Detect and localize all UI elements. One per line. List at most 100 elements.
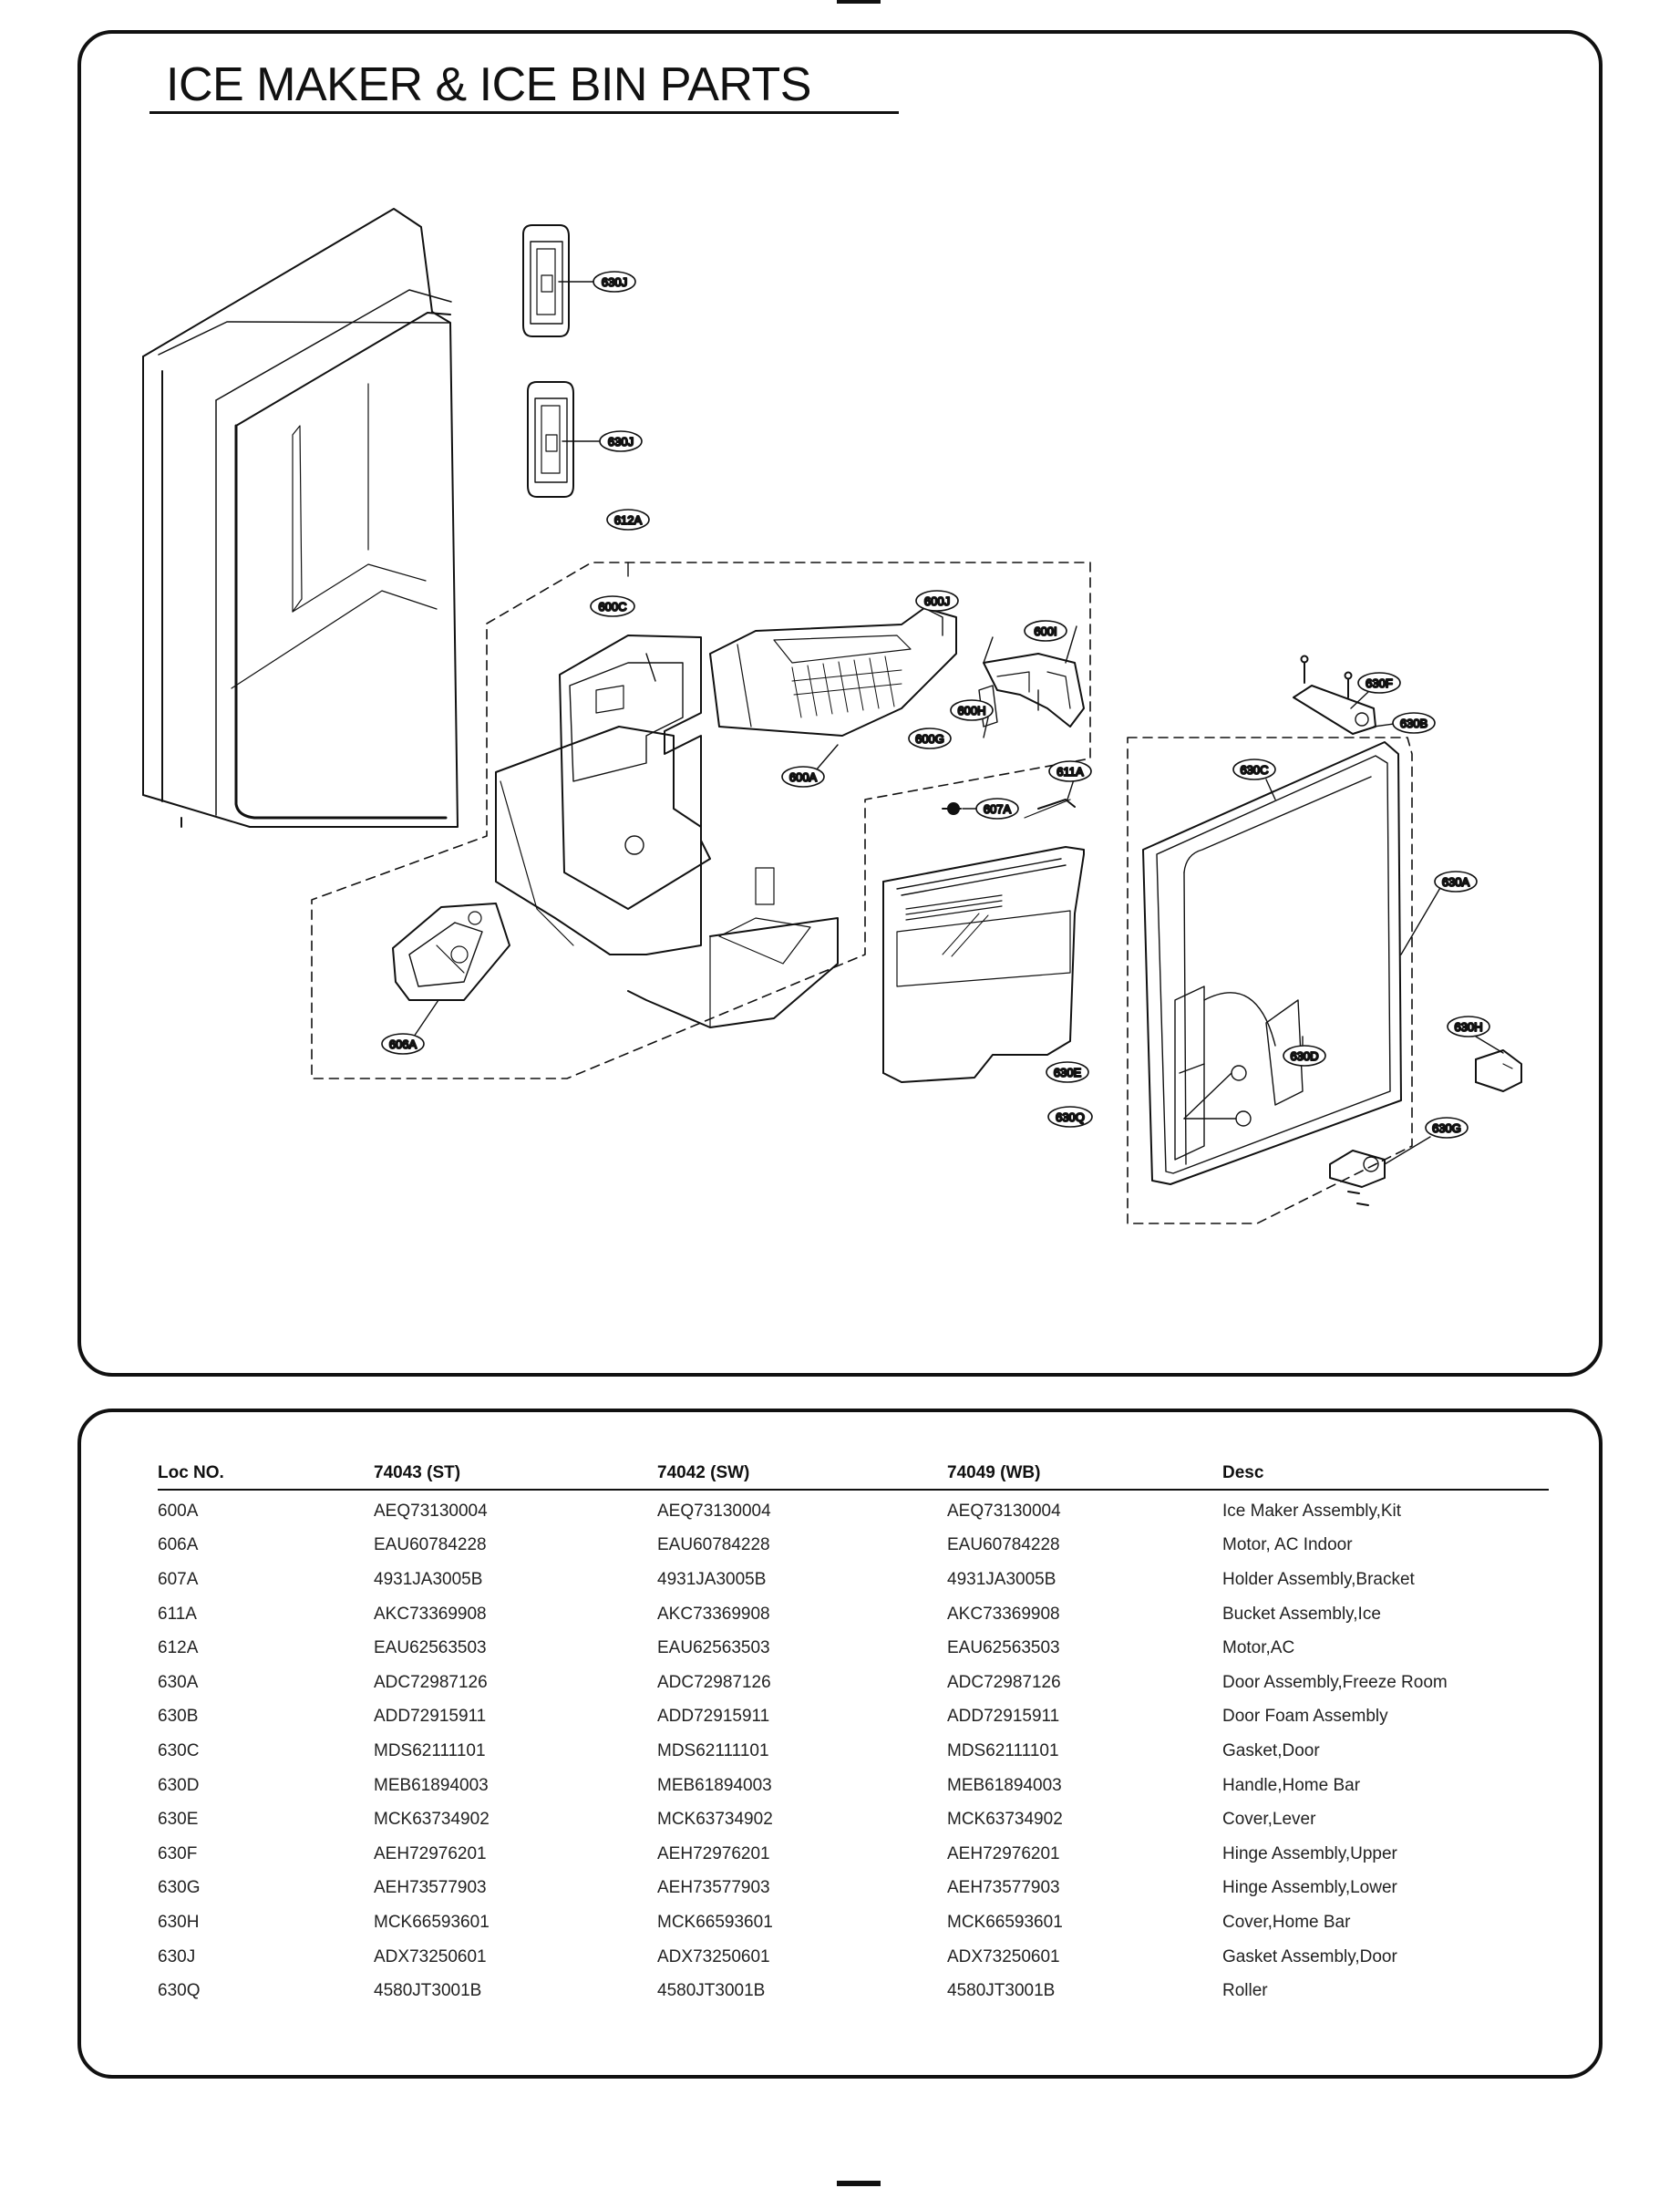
- desc-cell: Cover,Home Bar: [1222, 1912, 1351, 1932]
- exploded-parts-diagram: 630J 630J 612A 600C 600J 600I 600H 600G …: [142, 208, 1522, 1224]
- part-74049-cell: ADD72915911: [947, 1707, 1060, 1727]
- callout-630g: 630G: [1425, 1117, 1469, 1139]
- callout-611a: 611A: [1048, 760, 1092, 782]
- leader-lines: [413, 281, 1504, 1165]
- loc-no-cell: 630A: [158, 1672, 199, 1692]
- loc-no-cell: 600A: [158, 1501, 199, 1521]
- loc-no-cell: 630G: [158, 1878, 201, 1898]
- part-74043-cell: MCK63734902: [374, 1810, 490, 1830]
- svg-text:612A: 612A: [614, 513, 643, 527]
- part-74049-cell: ADC72987126: [947, 1672, 1061, 1692]
- part-74042-cell: ADX73250601: [657, 1946, 770, 1966]
- desc-cell: Cover,Lever: [1222, 1810, 1316, 1830]
- part-74042-cell: ADD72915911: [657, 1707, 770, 1727]
- callout-630h: 630H: [1447, 1016, 1490, 1037]
- ice-bucket-611a: [882, 799, 1085, 1083]
- table-header-row: Loc NO. 74043 (ST) 74042 (SW) 74049 (WB)…: [158, 1463, 1549, 1491]
- part-74042-cell: 4580JT3001B: [657, 1981, 766, 2001]
- ice-maker-housing-600c: [495, 635, 839, 1028]
- loc-no-cell: 611A: [158, 1604, 197, 1624]
- part-74049-cell: 4931JA3005B: [947, 1569, 1056, 1589]
- part-74043-cell: MDS62111101: [374, 1740, 486, 1760]
- callout-630q: 630Q: [1047, 1106, 1093, 1128]
- desc-cell: Gasket,Door: [1222, 1740, 1320, 1760]
- svg-text:630G: 630G: [1432, 1121, 1461, 1135]
- callout-600c: 600C: [590, 595, 635, 617]
- header-74043-st: 74043 (ST): [374, 1463, 657, 1491]
- part-74049-cell: MDS62111101: [947, 1740, 1059, 1760]
- parts-table: Loc NO. 74043 (ST) 74042 (SW) 74049 (WB)…: [158, 1463, 1549, 2008]
- svg-text:600G: 600G: [915, 732, 944, 746]
- ice-maker-600a: [709, 607, 957, 737]
- part-74042-cell: MEB61894003: [657, 1775, 772, 1795]
- part-74042-cell: AEH72976201: [657, 1843, 770, 1863]
- callout-630e: 630E: [1046, 1061, 1089, 1083]
- svg-text:600J: 600J: [924, 594, 950, 608]
- loc-no-cell: 606A: [158, 1535, 199, 1555]
- header-desc: Desc: [1222, 1463, 1549, 1491]
- parts-table-panel: Loc NO. 74043 (ST) 74042 (SW) 74049 (WB)…: [77, 1409, 1603, 2079]
- loc-no-cell: 630E: [158, 1810, 199, 1830]
- gasket-630j-lower: [527, 381, 574, 498]
- callout-607a: 607A: [975, 798, 1019, 820]
- part-74043-cell: MCK66593601: [374, 1912, 490, 1932]
- part-74043-cell: AEH72976201: [374, 1843, 487, 1863]
- svg-text:630D: 630D: [1290, 1049, 1318, 1063]
- loc-no-cell: 630J: [158, 1946, 196, 1966]
- table-row: 630E MCK63734902 MCK63734902 MCK63734902 Cov…: [158, 1802, 1549, 1837]
- callout-630d: 630D: [1283, 1045, 1326, 1067]
- part-74043-cell: 4931JA3005B: [374, 1569, 483, 1589]
- desc-cell: Handle,Home Bar: [1222, 1775, 1361, 1795]
- part-74042-cell: EAU62563503: [657, 1638, 770, 1658]
- group-outline-612a: [311, 562, 1091, 1079]
- bracket-600i: [978, 653, 1085, 728]
- gasket-630j-upper: [522, 224, 570, 337]
- part-74049-cell: EAU60784228: [947, 1535, 1060, 1555]
- home-bar-cover-630h: [1475, 1049, 1522, 1092]
- part-74042-cell: 4931JA3005B: [657, 1569, 767, 1589]
- part-74042-cell: MCK63734902: [657, 1810, 773, 1830]
- title-underline: [149, 111, 899, 114]
- part-74049-cell: 4580JT3001B: [947, 1981, 1056, 2001]
- part-74049-cell: MCK63734902: [947, 1810, 1063, 1830]
- page-bottom-mark: [837, 2181, 881, 2186]
- desc-cell: Hinge Assembly,Upper: [1222, 1843, 1397, 1863]
- svg-text:600A: 600A: [789, 770, 818, 784]
- callout-600j: 600J: [915, 590, 959, 612]
- svg-text:607A: 607A: [984, 802, 1012, 816]
- desc-cell: Hinge Assembly,Lower: [1222, 1878, 1397, 1898]
- desc-cell: Motor,AC: [1222, 1638, 1295, 1658]
- part-74042-cell: MDS62111101: [657, 1740, 769, 1760]
- part-74049-cell: AKC73369908: [947, 1604, 1060, 1624]
- callout-630f: 630F: [1357, 672, 1401, 694]
- part-74049-cell: AEQ73130004: [947, 1501, 1061, 1521]
- upper-hinge-630f: [1293, 655, 1376, 735]
- header-74049-wb: 74049 (WB): [947, 1463, 1222, 1491]
- callout-600i: 600I: [1024, 620, 1067, 642]
- loc-no-cell: 630D: [158, 1775, 200, 1795]
- part-74043-cell: EAU62563503: [374, 1638, 487, 1658]
- part-74042-cell: ADC72987126: [657, 1672, 771, 1692]
- svg-text:600C: 600C: [598, 600, 626, 614]
- part-74043-cell: 4580JT3001B: [374, 1981, 482, 2001]
- callout-630j-upper: 630J: [593, 271, 636, 293]
- holder-607a: [942, 802, 962, 815]
- loc-no-cell: 630B: [158, 1707, 199, 1727]
- door-630a: [1142, 741, 1402, 1185]
- desc-cell: Gasket Assembly,Door: [1222, 1946, 1397, 1966]
- callout-630j-lower: 630J: [599, 430, 643, 452]
- svg-text:611A: 611A: [1056, 765, 1084, 779]
- page-top-mark: [837, 0, 881, 4]
- header-74042-sw: 74042 (SW): [657, 1463, 947, 1491]
- part-74043-cell: EAU60784228: [374, 1535, 487, 1555]
- part-74043-cell: ADD72915911: [374, 1707, 487, 1727]
- callout-600g: 600G: [908, 728, 952, 749]
- part-74042-cell: MCK66593601: [657, 1912, 773, 1932]
